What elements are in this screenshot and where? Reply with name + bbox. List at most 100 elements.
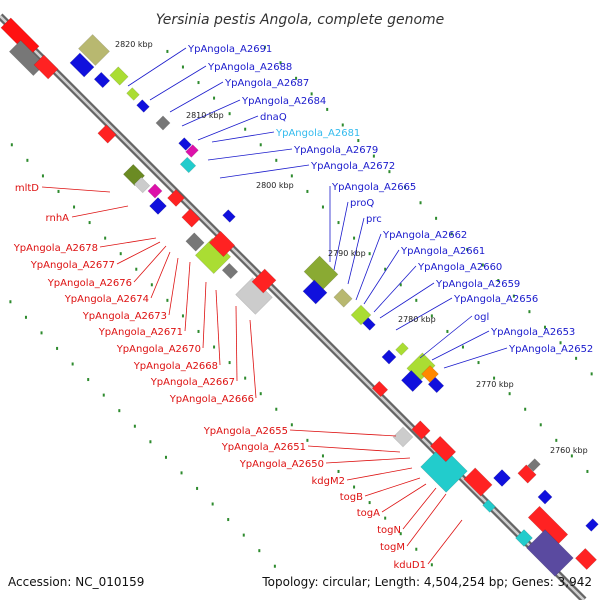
gene-feature (178, 137, 192, 151)
gc-dot (450, 232, 453, 236)
gc-dot (508, 392, 511, 396)
gene-label[interactable]: rnhA (46, 213, 70, 224)
gene-label[interactable]: YpAngola_A2687 (224, 78, 309, 89)
kbp-ticks: 2820 kbp 2810 kbp 2800 kbp 2790 kbp 2780… (115, 40, 588, 455)
gc-dot (57, 189, 60, 193)
gc-dot (497, 279, 500, 283)
gc-dot (10, 143, 13, 147)
gene-label[interactable]: YpAngola_A2661 (400, 246, 485, 257)
gene-label[interactable]: YpAngola_A2651 (221, 442, 306, 453)
gc-dot (26, 158, 29, 162)
gene-label[interactable]: YpAngola_A2650 (239, 459, 324, 470)
gene-label[interactable]: prc (366, 214, 382, 225)
gc-dot (181, 65, 184, 69)
gene-label[interactable]: kduD1 (393, 560, 426, 571)
gc-dot (150, 283, 153, 287)
gene-label[interactable]: YpAngola_A2656 (453, 294, 538, 305)
leader-line (215, 289, 221, 366)
gene-label[interactable]: YpAngola_A2653 (490, 327, 575, 338)
gc-dot (446, 329, 449, 333)
gc-dot (399, 283, 402, 287)
gc-dot (575, 356, 578, 360)
gc-dot (543, 325, 546, 329)
tick-label: 2820 kbp (115, 40, 153, 49)
gene-feature (371, 380, 389, 398)
gene-feature (463, 467, 493, 497)
gc-dot (180, 471, 183, 475)
gene-label[interactable]: YpAngola_A2659 (435, 279, 520, 290)
gene-feature (381, 349, 397, 365)
gene-feature (395, 342, 409, 356)
leader-line (289, 429, 397, 437)
gc-dot (388, 170, 391, 174)
gc-dot (384, 267, 387, 271)
leader-line (181, 99, 241, 127)
gene-label[interactable]: YpAngola_A2677 (30, 260, 115, 271)
gene-label[interactable]: YpAngola_A2667 (150, 377, 235, 388)
gc-dot (512, 294, 515, 298)
gc-dot (164, 455, 167, 459)
gc-dot (213, 96, 216, 100)
gc-dot (166, 49, 169, 53)
gene-label[interactable]: YpAngola_A2679 (293, 145, 378, 156)
gene-label[interactable]: YpAngola_A2691 (187, 44, 272, 55)
gene-label[interactable]: YpAngola_A2684 (241, 96, 326, 107)
gene-label[interactable]: YpAngola_A2673 (82, 311, 167, 322)
gene-label[interactable]: YpAngola_A2655 (203, 426, 288, 437)
gene-label[interactable]: YpAngola_A2671 (98, 327, 183, 338)
gene-label[interactable]: ogl (474, 312, 489, 323)
gene-label[interactable]: proQ (350, 198, 374, 209)
tick-label: 2780 kbp (398, 315, 436, 324)
gene-label[interactable]: dnaQ (260, 112, 287, 123)
leader-line (116, 241, 161, 265)
gene-label[interactable]: togB (340, 492, 363, 503)
gene-label[interactable]: YpAngola_A2674 (64, 294, 149, 305)
leader-line (197, 115, 259, 141)
leader-line (402, 487, 437, 530)
gene-label[interactable]: YpAngola_A2668 (133, 361, 218, 372)
gene-label[interactable]: YpAngola_A2652 (508, 344, 593, 355)
gc-dot (244, 127, 247, 131)
gene-feature (133, 176, 151, 194)
gene-label[interactable]: togA (357, 508, 380, 519)
gene-feature (93, 71, 111, 89)
gene-label[interactable]: YpAngola_A2665 (331, 182, 416, 193)
gene-feature (515, 529, 533, 547)
leader-line (443, 347, 508, 369)
gene-label[interactable]: togM (380, 542, 405, 553)
gc-dot (353, 485, 356, 489)
gc-dot (40, 331, 43, 335)
gene-label-highlighted[interactable]: YpAngola_A2681 (275, 128, 360, 139)
gene-label[interactable]: YpAngola_A2678 (13, 243, 98, 254)
gene-label[interactable]: YpAngola_A2676 (47, 278, 132, 289)
tick-label: 2800 kbp (256, 181, 294, 190)
gc-dot (279, 61, 282, 65)
gene-feature (421, 365, 439, 383)
gc-dot (118, 409, 121, 413)
gene-label[interactable]: kdgM2 (312, 476, 345, 487)
gene-feature (78, 34, 110, 66)
gene-label[interactable]: YpAngola_A2666 (169, 394, 254, 405)
gc-dot (119, 252, 122, 256)
gene-label[interactable]: YpAngola_A2672 (310, 161, 395, 172)
gc-dot (399, 532, 402, 536)
gene-label[interactable]: YpAngola_A2660 (417, 262, 502, 273)
gene-feature (208, 230, 236, 258)
gene-feature (362, 317, 376, 331)
gene-label[interactable]: togN (377, 525, 401, 536)
gene-feature (222, 209, 236, 223)
gene-label[interactable]: YpAngola_A2688 (207, 62, 292, 73)
gene-feature (400, 369, 424, 393)
gene-features (0, 17, 599, 577)
gene-label[interactable]: YpAngola_A2662 (382, 230, 467, 241)
gene-feature (427, 376, 445, 394)
gc-dot (326, 107, 329, 111)
gc-dot (493, 376, 496, 380)
gc-dot (357, 139, 360, 143)
leader-line (41, 186, 111, 193)
gene-label[interactable]: mltD (15, 183, 39, 194)
gene-feature (33, 54, 59, 80)
gene-label[interactable]: YpAngola_A2670 (116, 344, 201, 355)
